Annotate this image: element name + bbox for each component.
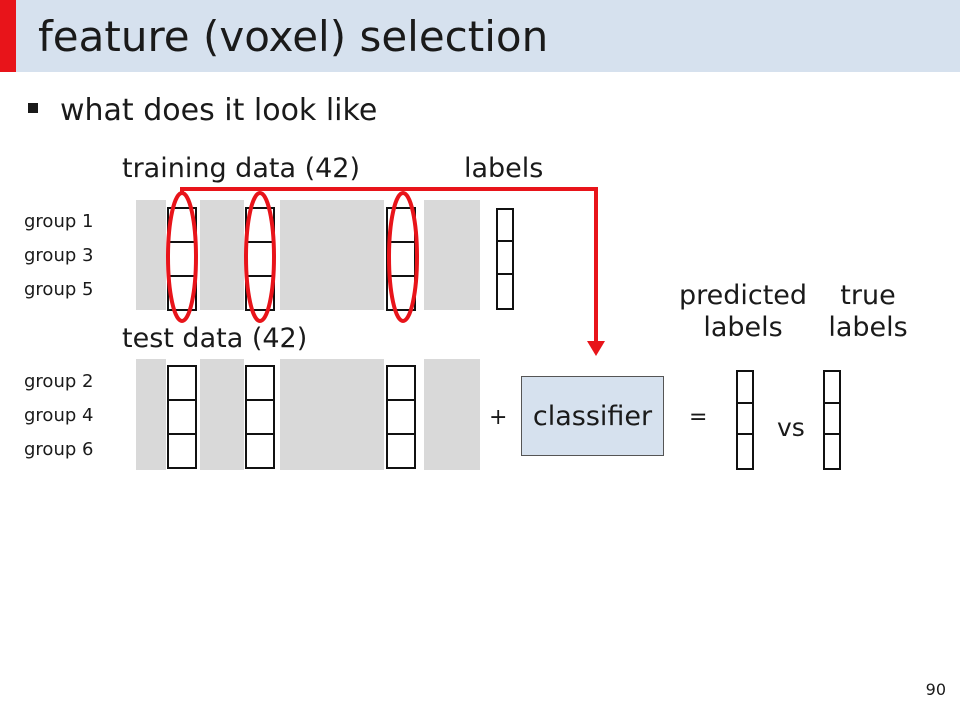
page-number: 90 — [925, 680, 946, 699]
selected-voxel-ellipse — [166, 191, 198, 323]
training-gray-block — [424, 200, 480, 310]
test-voxel-column — [167, 365, 197, 469]
training-labels-vector — [496, 208, 514, 310]
selected-voxel-ellipse — [387, 191, 419, 323]
classifier-box: classifier — [521, 376, 664, 456]
bullet-point: what does it look like — [28, 92, 377, 130]
selected-voxel-ellipse — [244, 191, 276, 323]
training-data-label: training data (42) — [122, 153, 361, 184]
predicted-title-line2: labels — [703, 312, 783, 343]
labels-header: labels — [464, 153, 544, 184]
title-accent-stripe — [0, 0, 16, 72]
training-group-3: group 3 — [24, 245, 94, 266]
test-data-label: test data (42) — [122, 323, 308, 354]
classifier-label: classifier — [532, 400, 653, 432]
predicted-labels-vector — [736, 370, 754, 470]
plus-sign: + — [489, 405, 508, 430]
test-gray-block — [424, 359, 480, 470]
test-group-6: group 6 — [24, 439, 94, 460]
title-bar — [0, 0, 960, 72]
test-gray-block — [200, 359, 244, 470]
training-group-1: group 1 — [24, 211, 94, 232]
test-voxel-column — [245, 365, 275, 469]
true-labels-vector — [823, 370, 841, 470]
predicted-labels-title: predicted labels — [668, 280, 818, 344]
predicted-title-line1: predicted — [678, 280, 808, 311]
test-group-2: group 2 — [24, 371, 94, 392]
training-gray-block — [200, 200, 244, 310]
test-group-4: group 4 — [24, 405, 94, 426]
training-gray-block — [136, 200, 166, 310]
equals-sign: = — [689, 405, 708, 430]
vs-label: vs — [777, 413, 805, 442]
training-group-5: group 5 — [24, 279, 94, 300]
test-gray-block — [280, 359, 384, 470]
true-title-line2: labels — [828, 312, 908, 343]
selection-arrowhead-icon — [587, 341, 605, 356]
true-title-line1: true — [840, 280, 896, 311]
selection-arrow-line — [180, 187, 598, 343]
training-gray-block — [280, 200, 384, 310]
slide-title: feature (voxel) selection — [38, 12, 549, 61]
test-gray-block — [136, 359, 166, 470]
true-labels-title: true labels — [820, 280, 916, 344]
bullet-text: what does it look like — [60, 93, 378, 128]
test-voxel-column — [386, 365, 416, 469]
square-bullet-icon — [28, 102, 38, 113]
